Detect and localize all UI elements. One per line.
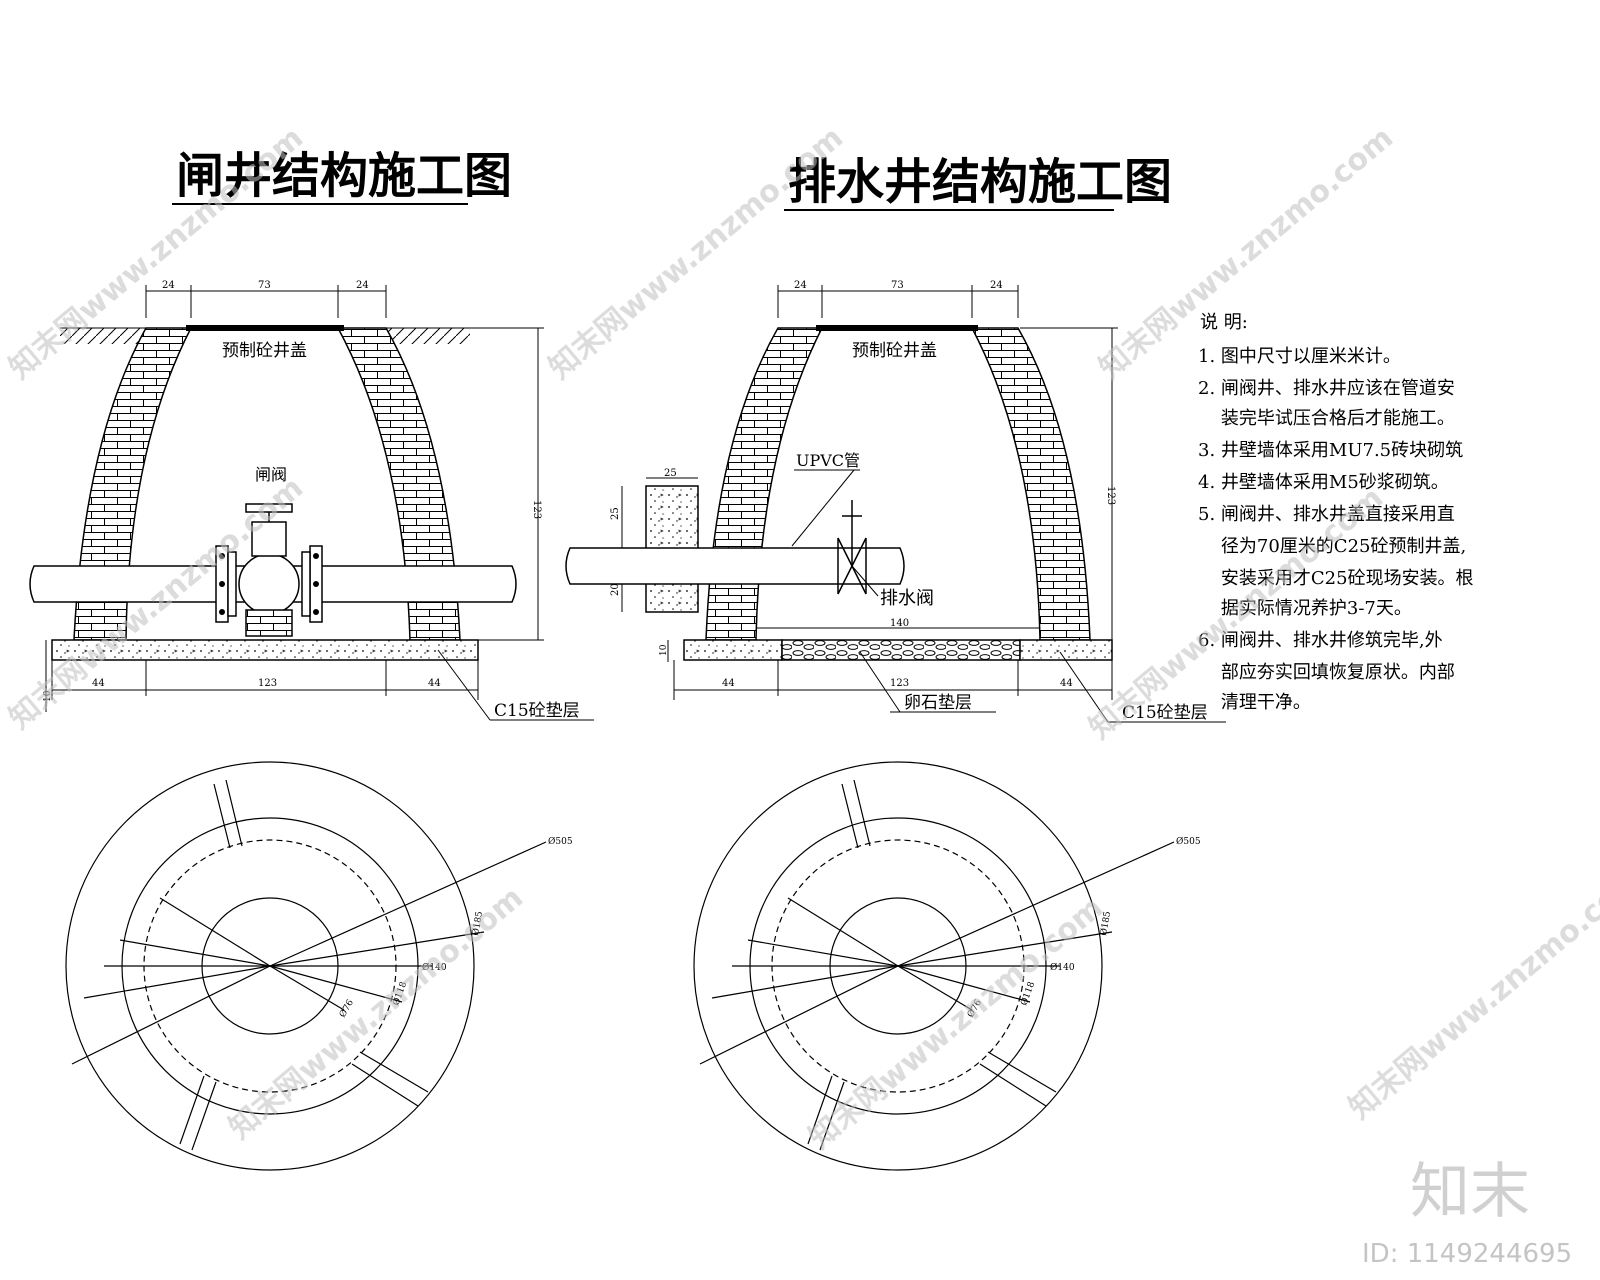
left-dim-top-3: 24 (356, 280, 369, 291)
left-valve-label: 闸阀 (255, 465, 287, 484)
right-dim-top-2: 73 (891, 280, 904, 291)
right-title: 排水井结构施工图 (788, 154, 1172, 210)
left-dim-top-1: 24 (162, 280, 175, 291)
note-line-10: 6. 闸阀井、排水井修筑完毕,外 (1198, 630, 1443, 651)
left-top-dimension (145, 285, 387, 318)
note-line-9: 据实际情况养护3-7天。 (1198, 598, 1412, 619)
right-plan-view (693, 761, 1175, 1171)
left-dim-bottom-3: 44 (428, 678, 441, 689)
left-cover-label: 预制砼井盖 (222, 341, 307, 361)
watermark-repeat-6: 知末网www.znzmo.com (223, 880, 530, 1146)
left-plan-view (65, 761, 547, 1171)
right-base-label: C15砼垫层 (1122, 703, 1208, 723)
block-dim-low: 20 (610, 583, 621, 596)
note-line-3: 装完毕试压合格后才能施工。 (1198, 408, 1455, 429)
note-line-7: 径为70厘米的C25砼预制井盖, (1198, 536, 1466, 557)
block-dim-top: 25 (664, 468, 677, 479)
left-well-cover (186, 325, 344, 331)
right-span-dim: 140 (890, 618, 909, 629)
right-plan-dim-185: Ø185 (1098, 910, 1113, 936)
right-dim-bottom-1: 44 (722, 678, 735, 689)
left-dim-bottom-2: 123 (258, 678, 277, 689)
left-base-label: C15砼垫层 (494, 701, 580, 721)
right-concrete-base (683, 639, 783, 661)
gate-valve-well-section: 24 73 24 预制砼井盖 闸阀 (29, 280, 594, 721)
right-cover-label: 预制砼井盖 (852, 341, 937, 361)
right-dim-top-1: 24 (794, 280, 807, 291)
gravel-label: 卵石垫层 (904, 693, 972, 713)
note-line-5: 4. 井壁墙体采用M5砂浆砌筑。 (1198, 472, 1449, 493)
left-plan-dim-185: Ø185 (470, 910, 485, 936)
left-concrete-base (51, 639, 479, 661)
left-dim-top-2: 73 (258, 280, 271, 291)
note-line-6: 5. 闸阀井、排水井盖直接采用直 (1198, 504, 1455, 525)
note-line-8: 安装采用才C25砼现场安装。根 (1198, 568, 1474, 589)
right-base-dim: 10 (659, 644, 669, 656)
watermark-id: ID: 1149244695 (1362, 1239, 1572, 1269)
left-plan-dim-140: Ø140 (422, 962, 447, 973)
block-dim-mid: 25 (610, 507, 621, 520)
right-dim-bottom-2: 123 (890, 678, 909, 689)
right-well-cover (816, 325, 978, 331)
watermark-repeat-8: 知末网www.znzmo.com (1343, 860, 1600, 1126)
left-height-dim: 123 (531, 500, 542, 519)
notes-block: 说 明: 1. 图中尺寸以厘米米计。 2. 闸阀井、排水井应该在管道安 装完毕试… (1198, 312, 1474, 713)
note-line-12: 清理干净。 (1198, 692, 1311, 713)
watermark-logo: 知末 (1410, 1157, 1530, 1227)
right-well-wall-left (705, 327, 824, 641)
right-plan-dim-505: Ø505 (1176, 836, 1201, 847)
note-line-4: 3. 井壁墙体采用MU7.5砖块砌筑 (1198, 440, 1463, 461)
right-dim-bottom-3: 44 (1060, 678, 1073, 689)
left-plan-dim-505: Ø505 (548, 836, 573, 847)
right-height-dim: 123 (1105, 486, 1116, 505)
left-title: 闸井结构施工图 (176, 148, 512, 204)
note-line-1: 1. 图中尺寸以厘米米计。 (1198, 346, 1401, 367)
note-line-2: 2. 闸阀井、排水井应该在管道安 (1198, 378, 1455, 399)
drain-well-section: 24 73 24 预制砼井盖 25 25 20 排水阀 (565, 280, 1226, 723)
gravel-bed (781, 639, 1021, 661)
drain-valve-label: 排水阀 (880, 588, 934, 609)
right-dim-top-3: 24 (990, 280, 1003, 291)
left-dim-bottom-1: 44 (92, 678, 105, 689)
right-plan-dim-140: Ø140 (1050, 962, 1075, 973)
right-concrete-base-2 (1019, 639, 1113, 661)
note-line-11: 部应夯实回填恢复原状。内部 (1198, 662, 1455, 683)
upvc-pipe-label: UPVC管 (796, 451, 860, 470)
right-well-wall-right (970, 327, 1091, 641)
notes-heading: 说 明: (1200, 312, 1248, 333)
left-base-dim: 10 (43, 690, 53, 702)
